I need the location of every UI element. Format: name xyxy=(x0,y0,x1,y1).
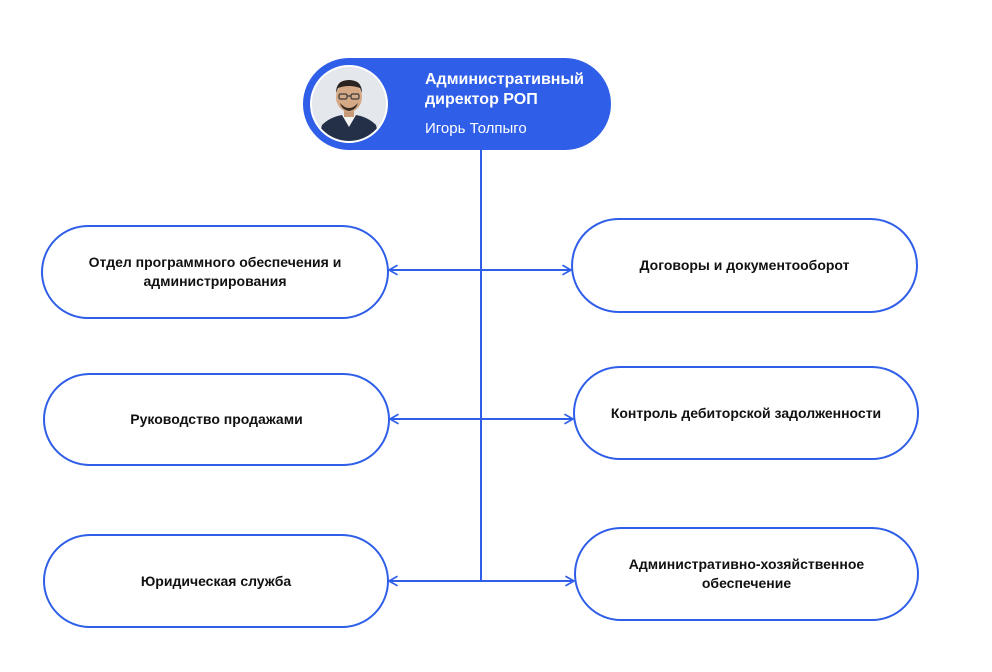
head-node[interactable]: Административный директор РОП Игорь Толп… xyxy=(303,58,611,150)
unit-receivables-control[interactable]: Контроль дебиторской задолженности xyxy=(573,366,919,460)
unit-legal-service[interactable]: Юридическая служба xyxy=(43,534,389,628)
unit-contracts-docflow[interactable]: Договоры и документооборот xyxy=(571,218,918,313)
head-name: Игорь Толпыго xyxy=(425,120,527,138)
unit-sales-management[interactable]: Руководство продажами xyxy=(43,373,390,466)
person-photo-icon xyxy=(312,67,386,141)
head-title: Административный директор РОП xyxy=(425,70,605,110)
unit-admin-economic[interactable]: Административно-хозяйственное обеспечени… xyxy=(574,527,919,621)
avatar xyxy=(310,65,388,143)
unit-software-admin[interactable]: Отдел программного обеспечения и админис… xyxy=(41,225,389,319)
